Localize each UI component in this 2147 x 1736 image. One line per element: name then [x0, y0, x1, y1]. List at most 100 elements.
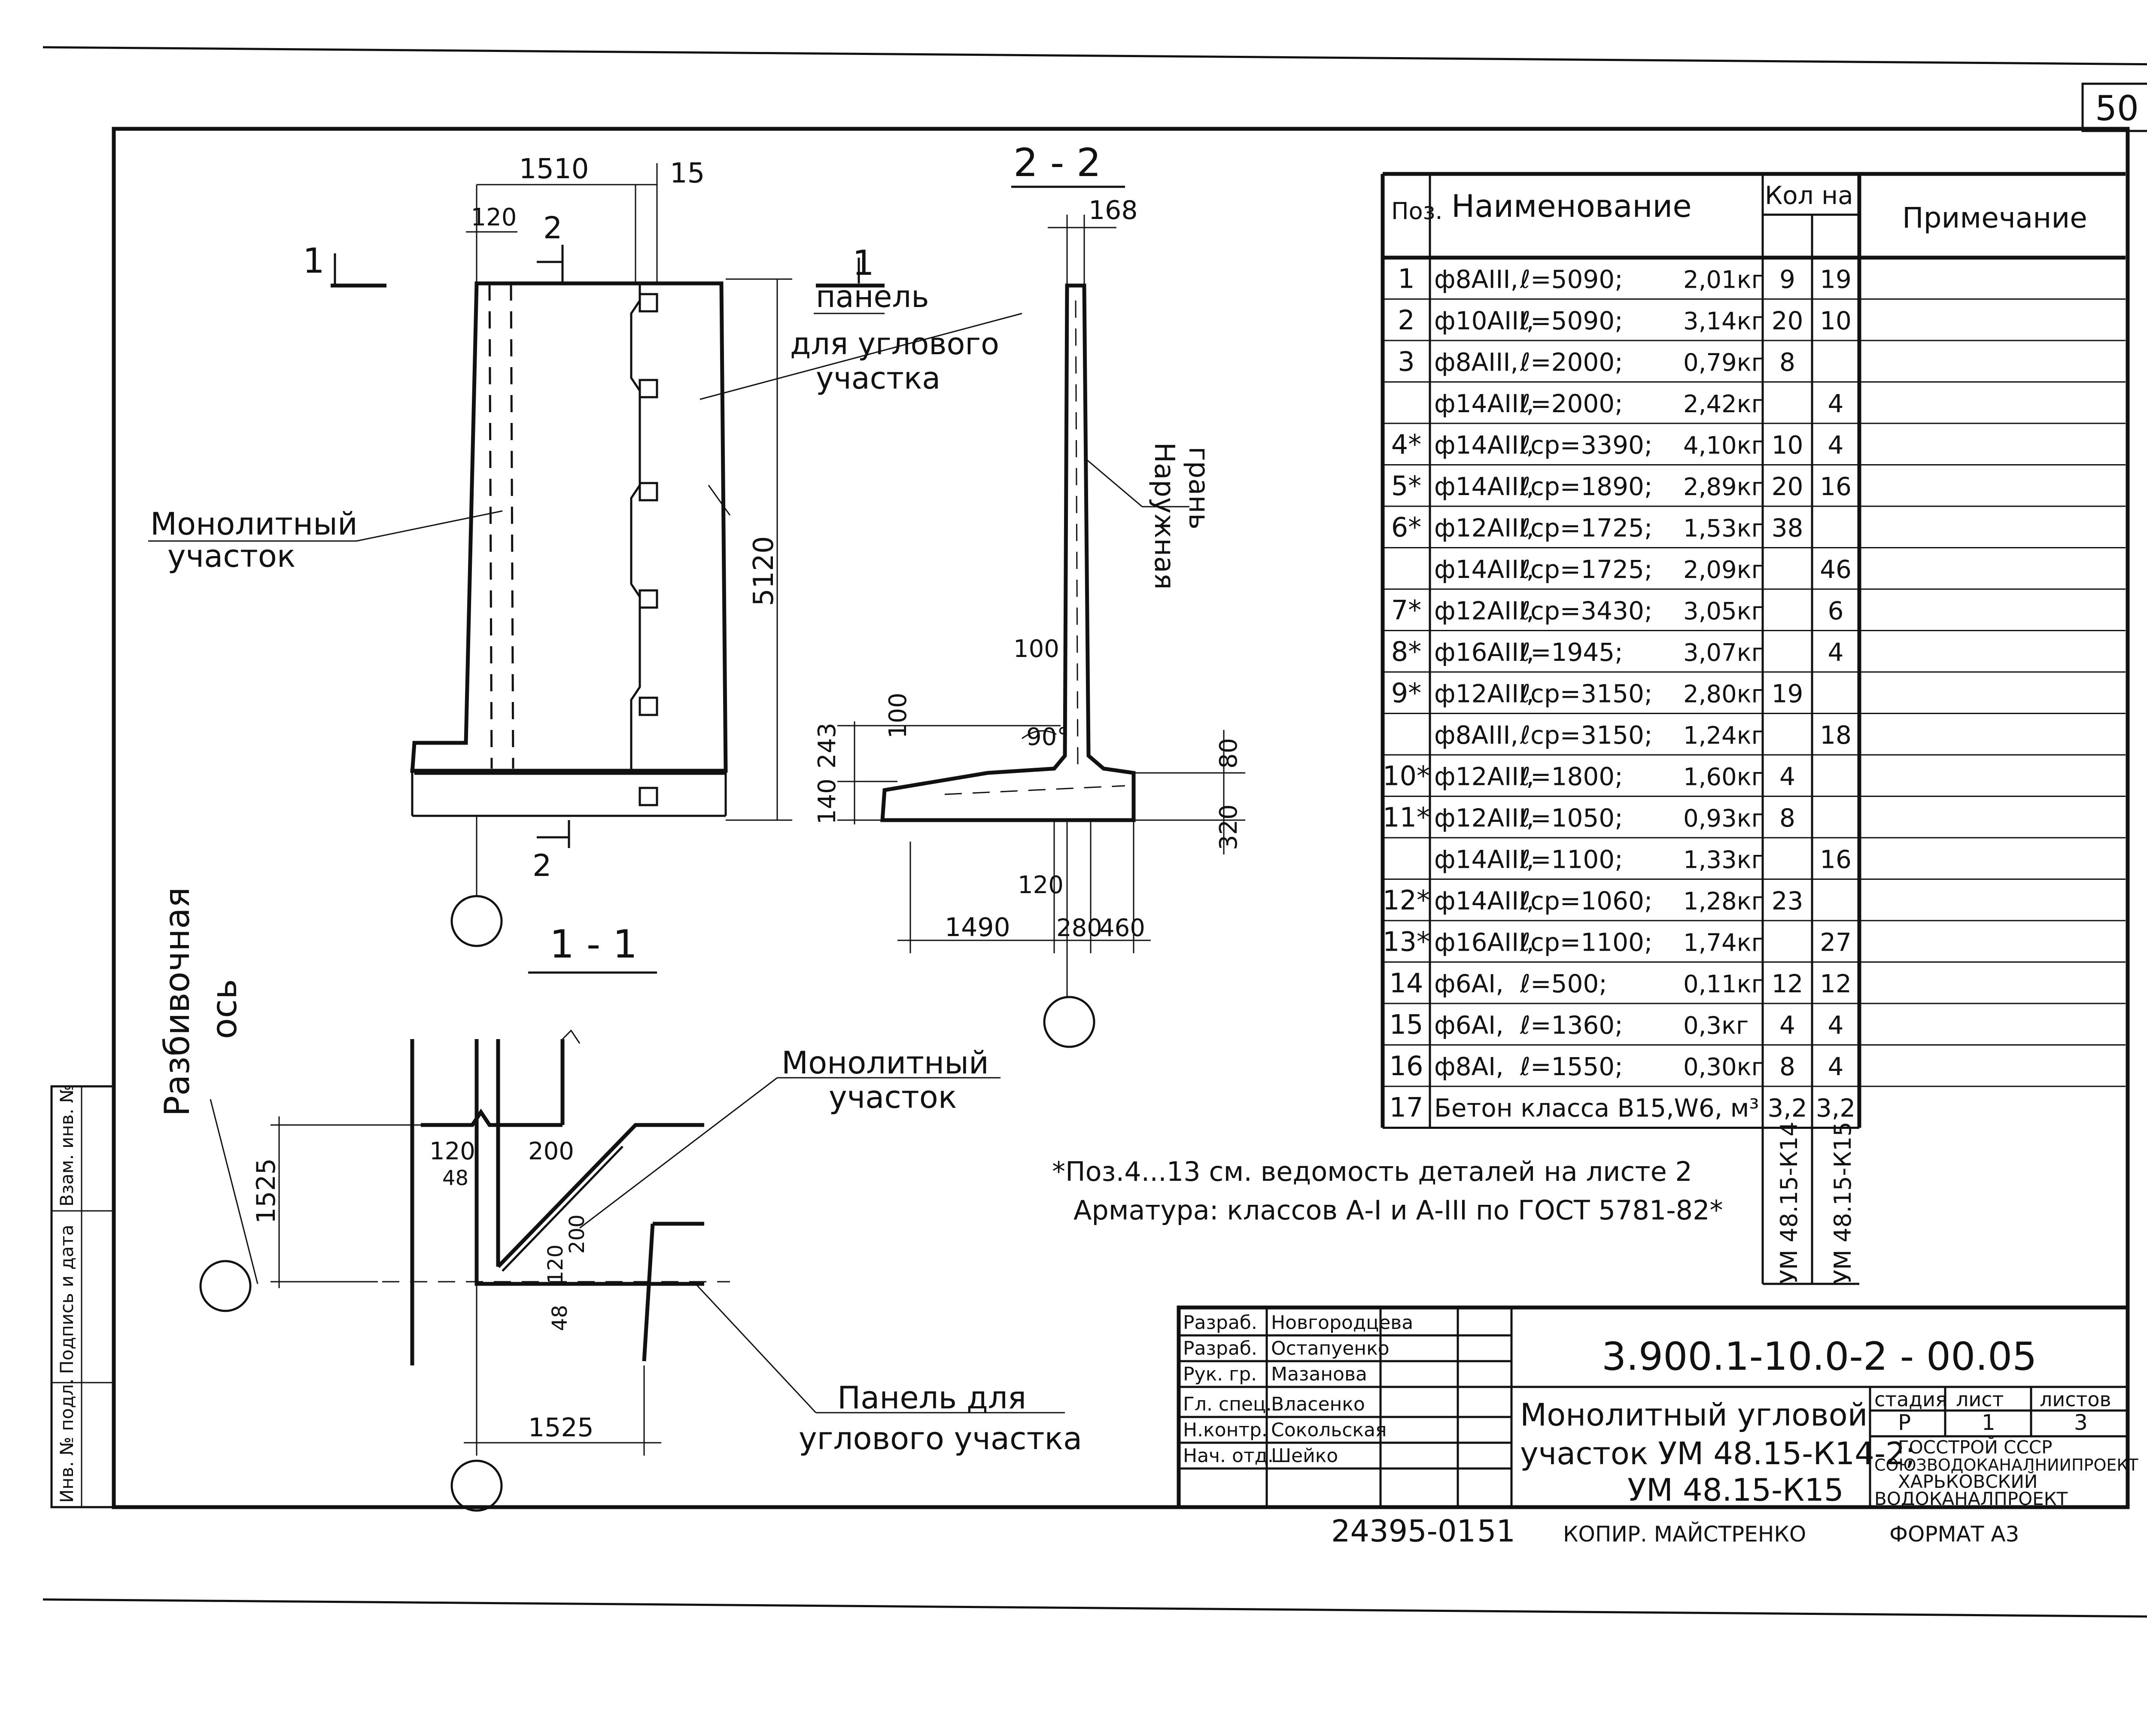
spec-cell-len: ℓ=2000; [1520, 389, 1623, 418]
spec-cell-qty1: 4 [1779, 762, 1795, 791]
signature-role: Рук. гр. [1183, 1363, 1257, 1385]
spec-cell-pos: 4* [1391, 429, 1421, 460]
spec-cell-pos: 15 [1390, 1009, 1423, 1040]
copied-by: КОПИР. МАЙСТРЕНКО [1563, 1521, 1806, 1547]
section-2-2: 2 - 2 168 Наружная грань 100 90° 100 243… [813, 140, 1245, 1048]
spec-cell-len: ℓ=500; [1520, 969, 1607, 998]
spec-cell-qty1: 12 [1772, 969, 1803, 998]
dim-200b: 200 [565, 1214, 589, 1254]
dim-120b: 120 [1018, 871, 1064, 899]
dim-100a: 100 [1013, 635, 1059, 663]
spec-cell-qty2: 10 [1820, 306, 1852, 335]
spec-cell-mass: 0,93кг [1683, 805, 1764, 833]
org-line-2: СОЮЗВОДОКАНАЛНИИПРОЕКТ [1874, 1456, 2138, 1475]
spec-cell-qty2: 16 [1820, 845, 1852, 874]
spec-cell-len: ℓ=2000; [1520, 348, 1623, 377]
spec-cell-name: ф6АI, [1434, 1011, 1504, 1040]
title-block: Разраб.НовгородцеваРазраб.ОстапуенкоРук.… [1177, 1305, 2138, 1509]
spec-cell-name: ф14АIII, [1434, 431, 1534, 460]
spec-cell-mass: 0,30кг [1683, 1053, 1764, 1081]
signature-role: Разраб. [1183, 1312, 1257, 1334]
spec-cell-name: ф8АIII, [1434, 721, 1518, 750]
spec-cell-qty1: 4 [1779, 1011, 1795, 1040]
spec-cell-pos: 9* [1391, 678, 1421, 709]
signature-name: Сокольская [1271, 1419, 1387, 1441]
signature-name: Мазанова [1271, 1363, 1367, 1385]
dim-80: 80 [1215, 738, 1243, 769]
spec-cell-qty1: 19 [1772, 679, 1803, 708]
spec-variant-1: УМ 48.15-К14 [1776, 1122, 1803, 1284]
spec-cell-qty2: 27 [1820, 928, 1852, 957]
spec-header-pos: Поз. [1391, 198, 1443, 225]
spec-cell-name: ф8АIII, [1434, 265, 1518, 294]
spec-cell-mass: 2,09кг [1683, 556, 1764, 584]
spec-cell-qty2: 4 [1828, 431, 1844, 460]
spec-cell-name: ф16АIII, [1434, 928, 1534, 957]
spec-cell-qty2: 4 [1828, 389, 1844, 418]
dim-90: 90° [1026, 723, 1069, 751]
stage-value: Р [1898, 1410, 1911, 1435]
dim-5120: 5120 [748, 536, 780, 606]
dim-120d: 120 [544, 1244, 568, 1284]
spec-cell-qty1: 10 [1772, 431, 1803, 460]
spec-cell-mass: 0,79кг [1683, 349, 1764, 377]
sheet-header: лист [1956, 1388, 2004, 1411]
spec-cell-name: ф14АIII, [1434, 886, 1534, 915]
dim-120a: 120 [471, 204, 517, 231]
outer-face-1: Наружная [1148, 442, 1180, 590]
spec-cell-len: ℓ=1050; [1520, 803, 1623, 833]
spec-cell-qty1: 23 [1772, 886, 1803, 915]
spec-cell-pos: 5* [1391, 470, 1421, 502]
plan-1-1: 1 - 1 1525 1525 120 48 200 200 120 48 Мо… [157, 887, 1082, 1512]
spec-cell-len: ℓср=1890; [1520, 472, 1652, 501]
spec-cell-qty2: 4 [1828, 638, 1844, 667]
spec-header-qty: Кол на [1765, 181, 1853, 210]
spec-cell-pos: 13* [1383, 926, 1430, 958]
dim-1525a: 1525 [528, 1413, 594, 1443]
spec-cell-name: ф14АIII, [1434, 389, 1534, 418]
spec-cell-mass: 3,07кг [1683, 639, 1764, 667]
side-stamp-replace: Взам. инв. № [56, 1084, 77, 1207]
spec-cell-name: ф6АI, [1434, 969, 1504, 998]
spec-cell-qty1: 38 [1772, 514, 1803, 543]
dim-140: 140 [813, 778, 841, 824]
spec-cell-mass: 1,74кг [1683, 929, 1764, 957]
spec-cell-mass: 2,89кг [1683, 473, 1764, 501]
spec-cell-len: ℓ=1945; [1520, 638, 1623, 667]
spec-cell-len: ℓср=3150; [1520, 721, 1652, 750]
spec-cell-name: ф12АIII, [1434, 762, 1534, 791]
spec-cell-qty2: 16 [1820, 472, 1852, 501]
scan-edge-top [43, 46, 2147, 66]
spec-cell-mass: 1,24кг [1683, 722, 1764, 750]
spec-cell-mass: 2,42кг [1683, 390, 1764, 418]
panel-label-3: участка [816, 361, 940, 396]
spec-cell-pos: 12* [1383, 885, 1430, 916]
stage-header: стадия [1874, 1388, 1947, 1411]
outer-face-2: грань [1183, 447, 1214, 529]
spec-cell-len: ℓ=5090; [1520, 306, 1623, 335]
section-2-2-label: 2 - 2 [1013, 140, 1101, 185]
spec-cell-qty1: 9 [1779, 265, 1795, 294]
page-number: 51 [1477, 1514, 1515, 1549]
spec-cell-name: Бетон класса В15,W6, м³ [1434, 1094, 1759, 1123]
dim-100b: 100 [884, 693, 912, 739]
spec-cell-len: ℓср=1060; [1520, 886, 1652, 915]
spec-cell-len: ℓ=5090; [1520, 265, 1623, 294]
cut1-right: 1 [852, 243, 874, 283]
dim-1510: 1510 [519, 153, 589, 185]
signature-role: Нач. отд. [1183, 1445, 1274, 1467]
spec-cell-mass: 3,05кг [1683, 598, 1764, 626]
cut2-top: 2 [543, 210, 563, 246]
spec-cell-mass: 0,3кг [1683, 1012, 1749, 1040]
spec-variant-2: УМ 48.15-К15 [1829, 1122, 1856, 1284]
spec-cell-qty2: 3,2 [1816, 1094, 1855, 1123]
spec-cell-mass: 1,33кг [1683, 846, 1764, 874]
dim-168: 168 [1089, 195, 1138, 225]
sheet-designation: 3.900.1-10.0-2 - 00.05 [1602, 1334, 2037, 1379]
side-stamp-sign: Подпись и дата [56, 1225, 77, 1374]
org-line-4: ВОДОКАНАЛПРОЕКТ [1874, 1488, 2068, 1509]
title-line-2: участок УМ 48.15-К14-2; [1520, 1435, 1916, 1471]
spec-cell-len: ℓ=1360; [1520, 1011, 1623, 1040]
